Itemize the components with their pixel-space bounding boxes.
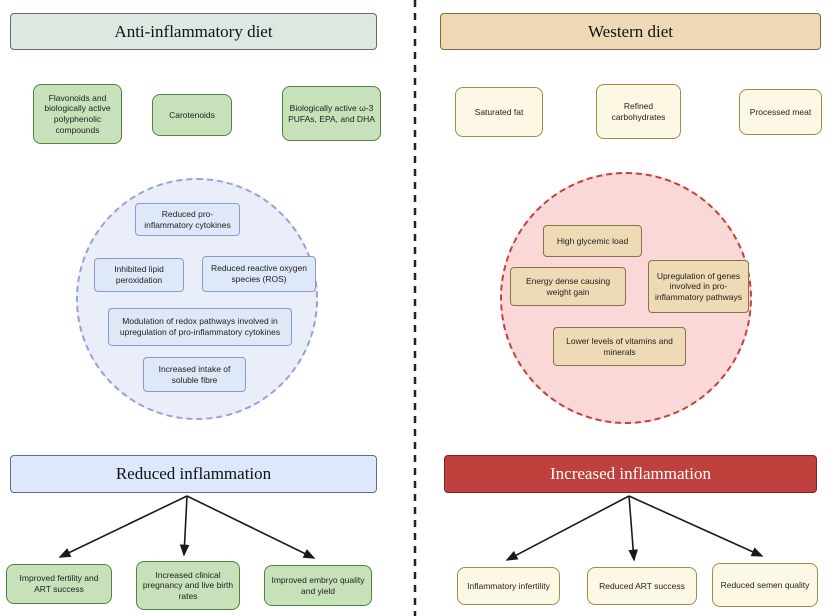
nutrient-box-processed-meat: Processed meat: [739, 89, 822, 135]
outcome-inflammatory-infertility: Inflammatory infertility: [457, 567, 560, 605]
outcome-improved-embryo-quality: Improved embryo quality and yield: [264, 565, 372, 606]
outcome-reduced-semen-quality: Reduced semen quality: [712, 563, 818, 607]
mechanism-energy-dense-weight-gain: Energy dense causing weight gain: [510, 267, 626, 306]
outcome-improved-fertility: Improved fertility and ART success: [6, 564, 112, 604]
western-diet-header: Western diet: [440, 13, 821, 50]
nutrient-box-carotenoids: Carotenoids: [152, 94, 232, 136]
mechanism-high-glycemic-load: High glycemic load: [543, 225, 642, 257]
nutrient-box-saturated-fat: Saturated fat: [455, 87, 543, 137]
nutrient-box-omega3-pufas: Biologically active ω-3 PUFAs, EPA, and …: [282, 86, 381, 141]
mechanism-inhibited-lipid-peroxidation: Inhibited lipid peroxidation: [94, 258, 184, 292]
nutrient-box-refined-carbohydrates: Refined carbohydrates: [596, 84, 681, 139]
mechanism-redox-modulation: Modulation of redox pathways involved in…: [108, 308, 292, 346]
mechanism-reduced-ros: Reduced reactive oxygen species (ROS): [202, 256, 316, 292]
reduced-inflammation-header: Reduced inflammation: [10, 455, 377, 493]
mechanism-reduced-cytokines: Reduced pro-inflammatory cytokines: [135, 203, 240, 236]
mechanism-proinflammatory-gene-upregulation: Upregulation of genes involved in pro-in…: [648, 260, 749, 313]
mechanism-soluble-fibre: Increased intake of soluble fibre: [143, 357, 246, 392]
increased-inflammation-header: Increased inflammation: [444, 455, 817, 493]
outcome-increased-pregnancy: Increased clinical pregnancy and live bi…: [136, 561, 240, 610]
nutrient-box-flavonoids: Flavonoids and biologically active polyp…: [33, 84, 122, 144]
anti-inflammatory-diet-header: Anti-inflammatory diet: [10, 13, 377, 50]
outcome-reduced-art-success: Reduced ART success: [587, 567, 697, 605]
mechanism-lower-vitamins-minerals: Lower levels of vitamins and minerals: [553, 327, 686, 366]
